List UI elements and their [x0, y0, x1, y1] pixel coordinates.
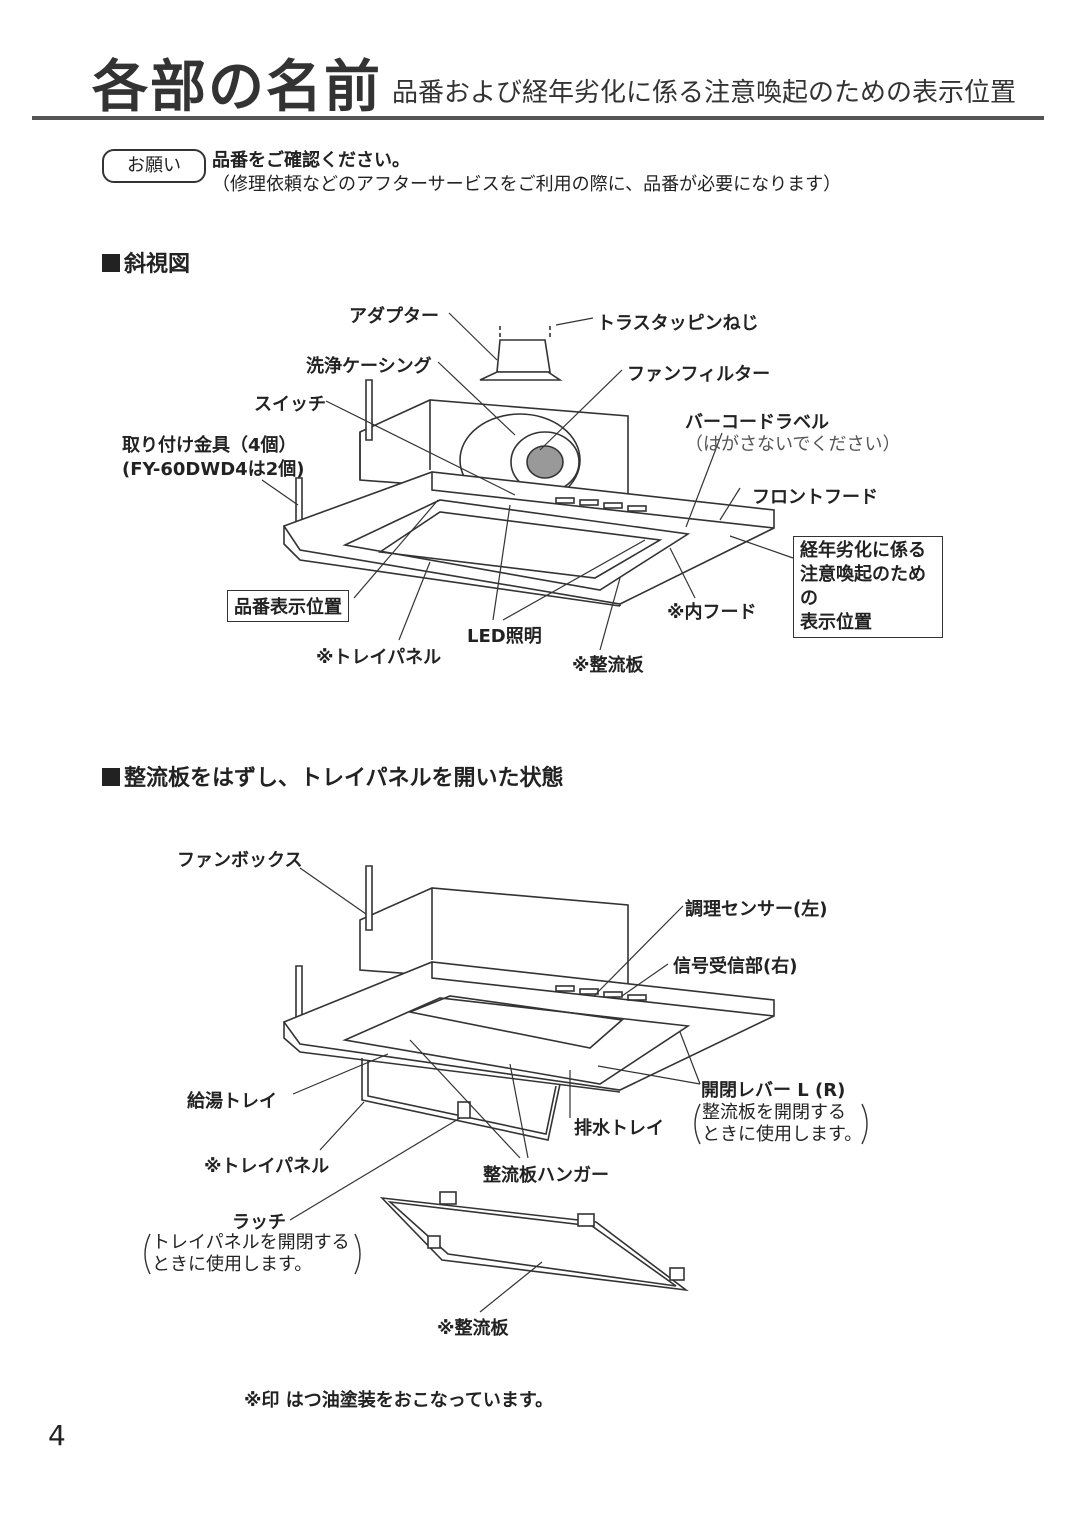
- label-latch: ラッチ: [232, 1212, 286, 1233]
- label-hanger: 整流板ハンガー: [483, 1165, 609, 1186]
- label-barcode-note: （はがさないでください）: [685, 434, 901, 455]
- label-bracket: 取り付け金具（4個）: [122, 435, 297, 456]
- aging-line-2: 注意喚起のための: [800, 564, 926, 609]
- lever-note-line-2: ときに使用します。: [702, 1124, 863, 1145]
- latch-note-line-1: トレイパネルを開閉する: [152, 1232, 350, 1253]
- footnote: ※印 はつ油塗装をおこなっています。: [244, 1390, 554, 1411]
- aging-line-1: 経年劣化に係る: [800, 540, 926, 561]
- section-heading-open-state: 整流板をはずし、トレイパネルを開いた状態: [102, 760, 564, 792]
- request-title: 品番をご確認ください。: [212, 150, 410, 171]
- latch-note-line-2: ときに使用します。: [152, 1254, 313, 1275]
- aging-notice-box: 経年劣化に係る 注意喚起のための 表示位置: [793, 536, 943, 638]
- label-rectifier: ※整流板: [572, 655, 644, 676]
- request-note: （修理依頼などのアフターサービスをご利用の際に、品番が必要になります）: [212, 174, 842, 195]
- label-fan-box: ファンボックス: [177, 850, 303, 871]
- label-bracket-note: (FY-60DWD4は2個): [122, 459, 305, 480]
- page-number: 4: [48, 1419, 66, 1452]
- label-front-hood: フロントフード: [752, 487, 878, 508]
- label-drain-tray: 排水トレイ: [574, 1118, 664, 1139]
- label-water-tray: 給湯トレイ: [187, 1091, 277, 1112]
- label-lever: 開閉レバー L (R): [701, 1080, 846, 1101]
- label-signal-receiver: 信号受信部(右): [673, 956, 798, 977]
- square-bullet-icon: [102, 254, 120, 272]
- label-adapter: アダプター: [349, 306, 439, 327]
- section-heading-text: 斜視図: [124, 252, 191, 277]
- label-barcode: バーコードラベル: [685, 412, 829, 433]
- label-tray-panel-2: ※トレイパネル: [204, 1156, 330, 1177]
- lever-note-line-1: 整流板を開閉する: [702, 1102, 846, 1123]
- latch-note: トレイパネルを開閉する ときに使用します。: [140, 1232, 350, 1276]
- request-badge: お願い: [102, 149, 206, 183]
- header-rule: [32, 116, 1044, 120]
- aging-line-3: 表示位置: [800, 612, 872, 633]
- label-screw: トラスタッピンねじ: [597, 313, 759, 334]
- section-heading-perspective: 斜視図: [102, 246, 190, 278]
- label-inner-hood: ※内フード: [667, 602, 757, 623]
- label-tray-panel: ※トレイパネル: [316, 647, 442, 668]
- label-switch: スイッチ: [254, 394, 326, 415]
- label-led: LED照明: [467, 626, 542, 647]
- label-rectifier-2: ※整流板: [437, 1318, 509, 1339]
- label-fan-filter: ファンフィルター: [627, 364, 771, 385]
- page-title: 各部の名前: [92, 55, 382, 120]
- section-heading-text: 整流板をはずし、トレイパネルを開いた状態: [124, 766, 564, 791]
- label-model-position: 品番表示位置: [227, 590, 349, 622]
- lever-note: 整流板を開閉する ときに使用します。: [690, 1102, 862, 1146]
- square-bullet-icon: [102, 768, 120, 786]
- page-subtitle: 品番および経年劣化に係る注意喚起のための表示位置: [392, 78, 1017, 108]
- label-casing: 洗浄ケーシング: [306, 356, 432, 377]
- label-cook-sensor: 調理センサー(左): [685, 899, 828, 920]
